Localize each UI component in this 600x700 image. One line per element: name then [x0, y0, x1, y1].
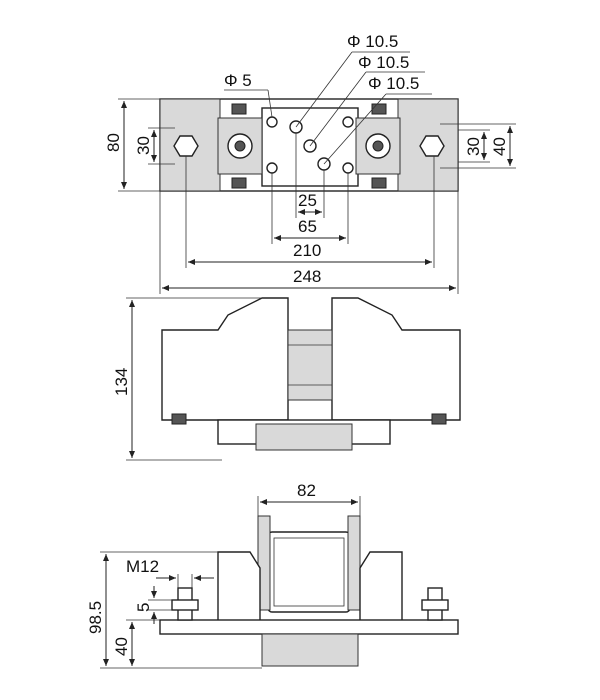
dim-hole-a: Φ 10.5 — [347, 32, 398, 51]
dim-134: 134 — [112, 368, 131, 396]
dim-210: 210 — [293, 241, 321, 260]
left-hex-nut — [173, 135, 199, 157]
dim-30-right: 30 — [464, 137, 483, 156]
dim-30-left: 30 — [134, 136, 153, 155]
mount-hole — [342, 116, 354, 128]
dim-5: 5 — [134, 603, 153, 612]
dim-40-end: 40 — [112, 637, 131, 656]
right-stud-nut — [421, 599, 449, 611]
mount-hole — [266, 162, 278, 174]
right-hex-nut — [419, 135, 445, 157]
leader-line — [267, 89, 273, 118]
clip — [371, 103, 387, 115]
leader-line — [309, 71, 367, 147]
clip — [231, 177, 247, 189]
end-base-center — [261, 633, 359, 667]
dim-hole-c: Φ 10.5 — [368, 74, 419, 93]
dim-248: 248 — [293, 267, 321, 286]
right-blade — [347, 515, 361, 611]
left-terminal-bolt — [234, 140, 246, 152]
left-housing — [217, 551, 261, 633]
clip — [231, 103, 247, 115]
mount-hole — [266, 116, 278, 128]
leader-line — [295, 51, 353, 128]
fuse-cartridge — [267, 531, 351, 613]
dim-m12: M12 — [126, 557, 159, 576]
clip — [371, 177, 387, 189]
side-view: 134 — [112, 297, 461, 461]
right-fuse-block — [331, 297, 461, 421]
fuse-cartridge-inner — [273, 537, 345, 607]
end-view: 82 M12 5 98.5 40 — [86, 481, 459, 669]
dim-65: 65 — [298, 217, 317, 236]
dim-25: 25 — [298, 191, 317, 210]
dim-small-hole: Φ 5 — [224, 71, 252, 90]
dim-98-5: 98.5 — [86, 601, 105, 634]
base-center — [255, 423, 353, 451]
dim-hole-b: Φ 10.5 — [358, 53, 409, 72]
top-view: Φ 10.5 Φ 10.5 Φ 10.5 Φ 5 80 30 30 40 25 … — [104, 32, 516, 294]
right-terminal-bolt — [372, 140, 384, 152]
foot — [431, 413, 447, 425]
foot — [171, 413, 187, 425]
fuse-link-body — [287, 329, 333, 401]
leader-line — [323, 93, 387, 165]
left-stud-nut — [171, 599, 199, 611]
mount-hole — [342, 162, 354, 174]
dim-82: 82 — [297, 481, 316, 500]
dim-80: 80 — [104, 133, 123, 152]
end-base — [159, 619, 459, 635]
left-blade — [257, 515, 271, 611]
left-fuse-block — [161, 297, 289, 421]
dim-40: 40 — [490, 137, 509, 156]
